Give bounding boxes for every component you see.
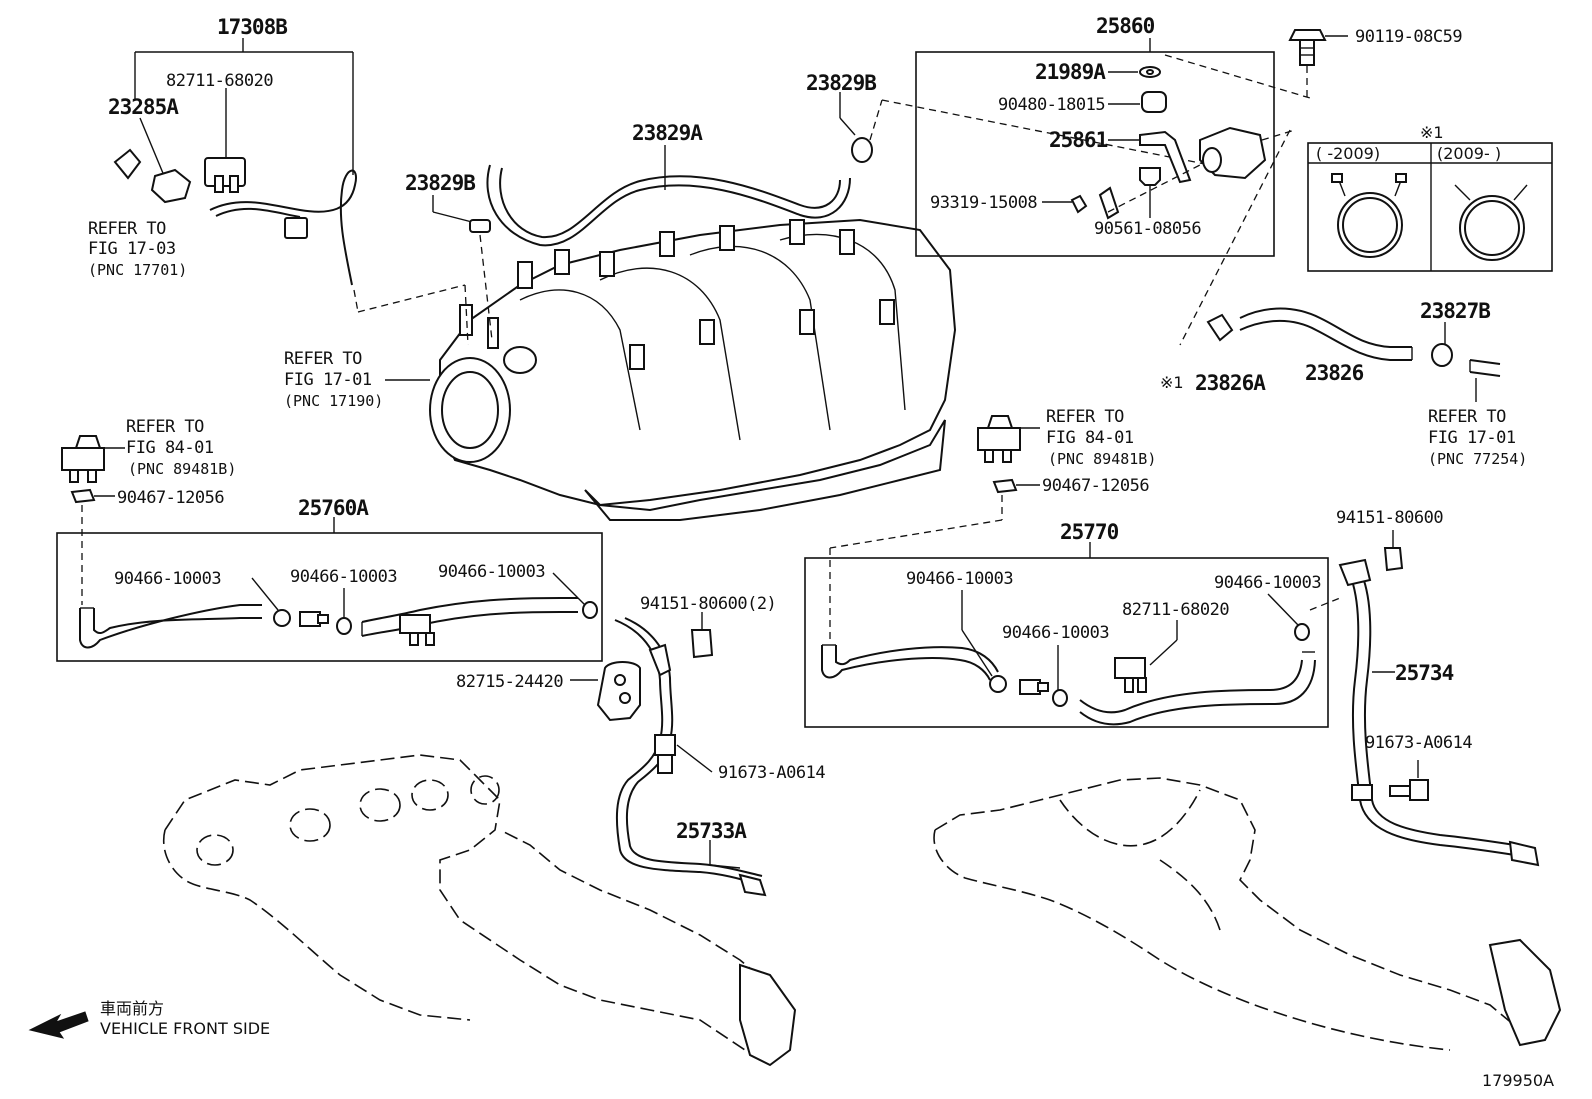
- label-82715-24420: 82715-24420: [456, 672, 563, 692]
- label-90119-08C59: 90119-08C59: [1355, 27, 1462, 47]
- label-93319-15008: 93319-15008: [930, 193, 1037, 213]
- exhaust-manifold-left: [163, 754, 797, 1067]
- label-refer-84-01-right-a: REFER TO: [1046, 407, 1124, 427]
- exhaust-manifold-right: [933, 777, 1562, 1051]
- label-90466-10003-r1: 90466-10003: [906, 569, 1013, 589]
- label-94151-80600: 94151-80600: [1336, 508, 1443, 528]
- label-21989A: 21989A: [1035, 60, 1106, 84]
- label-90466-10003-r3: 90466-10003: [1214, 573, 1321, 593]
- label-refer-77254-a: REFER TO: [1428, 407, 1506, 427]
- label-refer-17-03-a: REFER TO: [88, 219, 166, 239]
- label-23826A-mark: ※1: [1160, 373, 1184, 392]
- label-figure-id: 179950A: [1482, 1071, 1554, 1090]
- group-25860: [915, 38, 1311, 257]
- clip-23829B-top: [839, 92, 1211, 166]
- label-refer-17-01-c: (PNC 17190): [284, 392, 383, 410]
- label-25760A: 25760A: [298, 496, 369, 520]
- note-1-box: [1307, 142, 1553, 272]
- group-25734: [1309, 530, 1540, 867]
- label-front-en: VEHICLE FRONT SIDE: [100, 1019, 270, 1038]
- label-23827B: 23827B: [1420, 299, 1490, 323]
- label-refer-17-01-b: FIG 17-01: [284, 370, 372, 390]
- label-25770: 25770: [1060, 520, 1119, 544]
- label-note-mark: ※1: [1420, 123, 1444, 142]
- label-82711-68020-right: 82711-68020: [1122, 600, 1229, 620]
- label-refer-84-01-right-c: (PNC 89481B): [1048, 450, 1156, 468]
- label-front-jp: 車両前方: [100, 999, 164, 1018]
- intake-manifold: [429, 218, 957, 521]
- label-17308B: 17308B: [217, 15, 287, 39]
- label-23829B-top: 23829B: [806, 71, 876, 95]
- bolt-90119: [1288, 29, 1348, 98]
- label-refer-77254-b: FIG 17-01: [1428, 428, 1516, 448]
- label-90466-10003-r2: 90466-10003: [1002, 623, 1109, 643]
- label-25860: 25860: [1096, 14, 1155, 38]
- label-refer-84-01-right-b: FIG 84-01: [1046, 428, 1134, 448]
- group-25770: [804, 415, 1329, 728]
- clip-23829B-mid: [432, 195, 493, 341]
- label-25861: 25861: [1049, 128, 1108, 152]
- labels: 17308B 82711-68020 23285A REFER TO FIG 1…: [88, 14, 1554, 1090]
- vehicle-front-arrow-icon: [28, 1011, 89, 1039]
- label-90561-08056: 90561-08056: [1094, 219, 1201, 239]
- label-refer-84-01-left-b: FIG 84-01: [126, 438, 214, 458]
- label-refer-17-03-c: (PNC 17701): [88, 261, 187, 279]
- group-25733A: [570, 612, 767, 897]
- label-note-col2: (2009- ): [1437, 144, 1501, 163]
- label-refer-77254-c: (PNC 77254): [1428, 450, 1527, 468]
- label-23826A: 23826A: [1195, 371, 1266, 395]
- label-refer-84-01-left-a: REFER TO: [126, 417, 204, 437]
- hose-23826: [1179, 129, 1501, 402]
- label-25734: 25734: [1395, 661, 1454, 685]
- label-90466-10003-l2: 90466-10003: [290, 567, 397, 587]
- group-25760A: [56, 435, 603, 662]
- label-refer-84-01-left-c: (PNC 89481B): [128, 460, 236, 478]
- label-refer-17-03-b: FIG 17-03: [88, 239, 176, 259]
- label-94151-80600-2: 94151-80600(2): [640, 594, 776, 614]
- label-90480-18015: 90480-18015: [998, 95, 1105, 115]
- label-90467-12056-right: 90467-12056: [1042, 476, 1149, 496]
- label-91673-A0614-left: 91673-A0614: [718, 763, 825, 783]
- group-17308B: [113, 38, 469, 346]
- label-23829B-mid: 23829B: [405, 171, 475, 195]
- label-note-col1: ( -2009): [1316, 144, 1380, 163]
- hose-23829A: [486, 145, 851, 247]
- label-23829A: 23829A: [632, 121, 703, 145]
- label-refer-17-01-a: REFER TO: [284, 349, 362, 369]
- label-25733A: 25733A: [676, 819, 747, 843]
- label-23826: 23826: [1305, 361, 1364, 385]
- label-91673-A0614-right: 91673-A0614: [1365, 733, 1472, 753]
- label-90467-12056-left: 90467-12056: [117, 488, 224, 508]
- label-82711-68020-left: 82711-68020: [166, 71, 273, 91]
- label-23285A: 23285A: [108, 95, 179, 119]
- label-90466-10003-l1: 90466-10003: [114, 569, 221, 589]
- label-90466-10003-l3: 90466-10003: [438, 562, 545, 582]
